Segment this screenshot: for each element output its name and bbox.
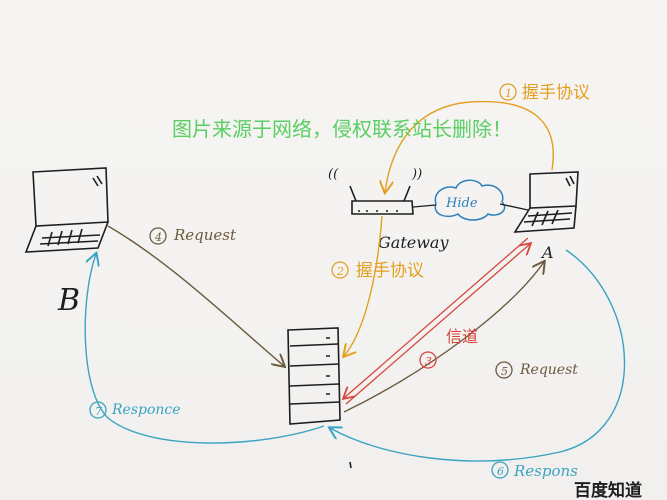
step-4-label: 4 Request <box>149 226 237 245</box>
step-3-label: 3 信道 <box>419 327 478 369</box>
baidu-zhidao-badge: 百度知道 <box>574 480 642 500</box>
laptop-a <box>513 171 579 233</box>
step-4-text: Request <box>173 226 237 244</box>
hide-cloud: Hide <box>434 179 506 221</box>
server-icon <box>287 327 352 469</box>
step-4-number: 4 <box>154 231 162 244</box>
watermark-text: 图片来源于网络，侵权联系站长删除！ <box>172 117 512 141</box>
edge-channel-3a <box>344 237 529 398</box>
step-6-label: 6 Respons <box>491 461 578 480</box>
edge-request-server-to-a <box>343 262 544 413</box>
edge-request-b-to-server <box>107 225 284 366</box>
step-7-number: 7 <box>95 405 102 418</box>
edge-handshake-1 <box>385 100 554 192</box>
step-5-label: 5 Request <box>495 361 578 379</box>
hide-cloud-label: Hide <box>445 196 478 211</box>
step-1-number: 1 <box>505 87 512 100</box>
laptop-b <box>24 167 109 253</box>
step-2-text: 握手协议 <box>356 261 424 281</box>
step-6-text: Respons <box>513 462 578 480</box>
router-signal-right: )) <box>411 167 422 182</box>
router-icon <box>349 185 414 215</box>
edge-channel-3b <box>345 244 530 405</box>
edge-handshake-2 <box>344 215 383 356</box>
baidu-zhidao-badge-text: 百度知道 <box>574 480 642 500</box>
step-5-number: 5 <box>501 365 508 378</box>
router-label: Gateway <box>378 233 449 252</box>
laptop-b-label: B <box>57 283 80 318</box>
step-2-number: 2 <box>336 265 344 278</box>
edge-response-server-to-b <box>84 254 325 444</box>
step-2-label: 2 握手协议 <box>331 261 424 281</box>
step-1-text: 握手协议 <box>522 83 590 103</box>
step-5-text: Request <box>519 362 578 378</box>
router-signal-left: (( <box>328 167 339 182</box>
router-cloud-link <box>412 203 529 211</box>
step-3-text: 信道 <box>446 327 478 346</box>
step-7-text: Responce <box>111 402 181 418</box>
edge-response-a-to-server <box>330 249 626 462</box>
step-7-label: 7 Responce <box>89 401 181 419</box>
step-3-number: 3 <box>425 355 432 368</box>
step-1-label: 1 握手协议 <box>499 83 590 103</box>
laptop-a-label: A <box>540 243 554 262</box>
step-6-number: 6 <box>497 465 504 478</box>
